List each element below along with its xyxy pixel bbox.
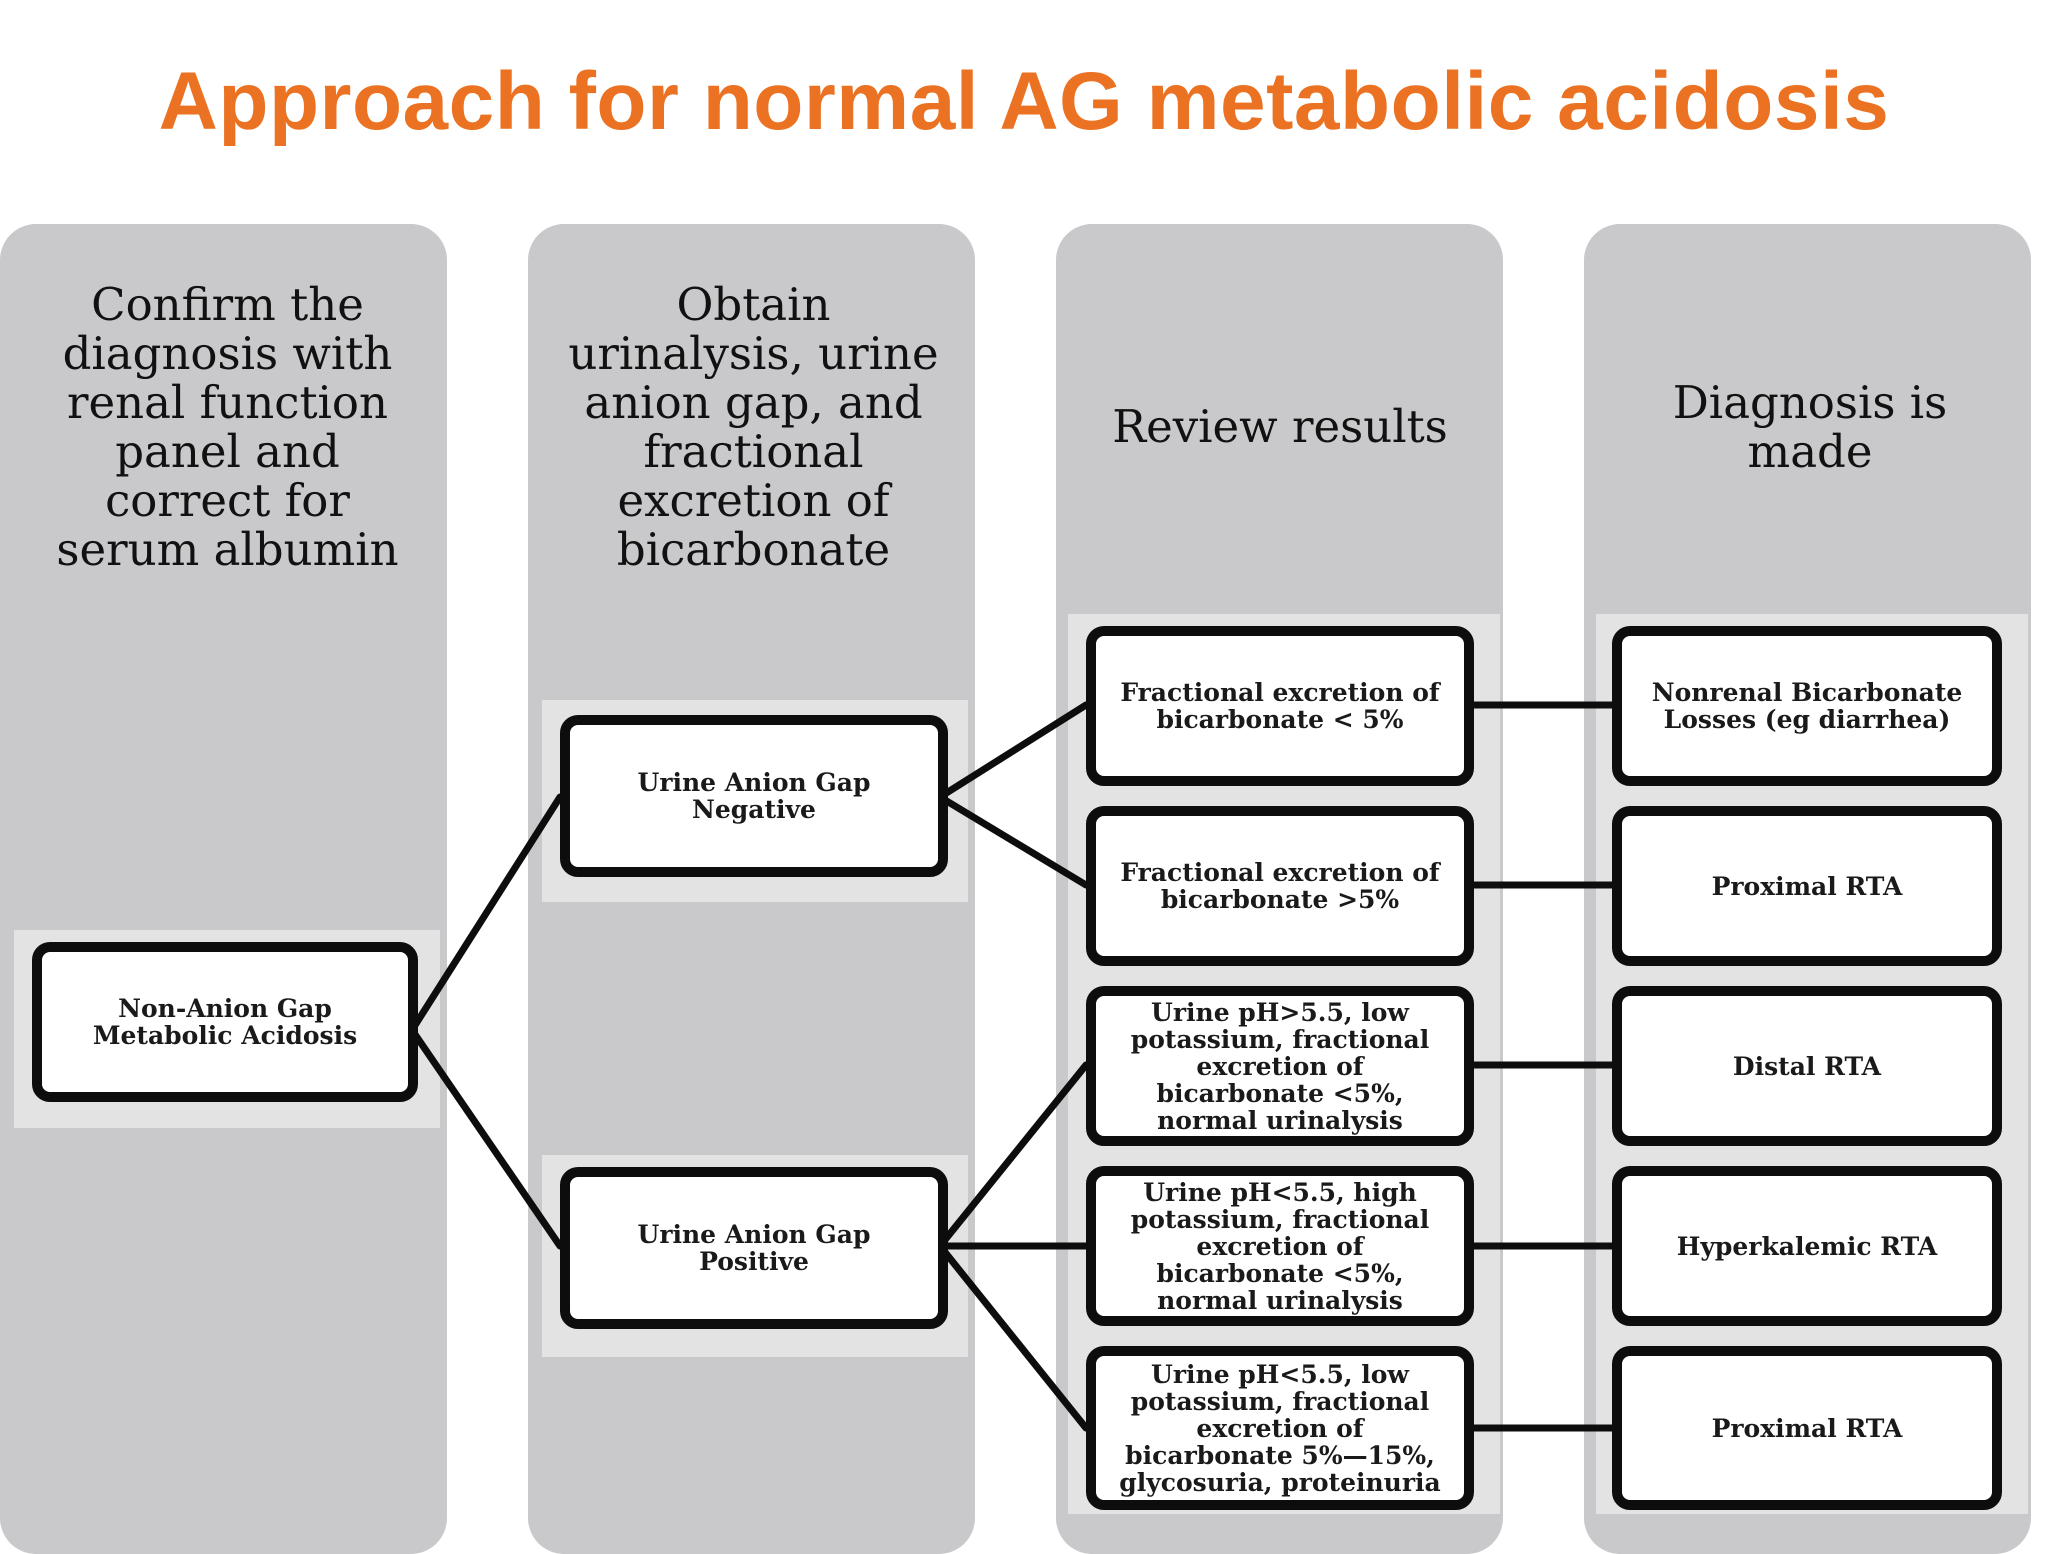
page-title: Approach for normal AG metabolic acidosi… [158,56,1890,147]
column-heading-obtain: Obtain urinalysis, urine anion gap, and … [568,278,939,576]
node-result-1: Fractional excretion of bicarbonate < 5% [1086,626,1474,786]
node-diagnosis-3: Distal RTA [1612,986,2002,1146]
node-urine-anion-gap-negative: Urine Anion Gap Negative [560,715,948,877]
column-heading-confirm: Confirm the diagnosis with renal functio… [56,278,399,576]
node-diagnosis-2: Proximal RTA [1612,806,2002,966]
node-diagnosis-4: Hyperkalemic RTA [1612,1166,2002,1326]
column-heading-diagnosis: Diagnosis is made [1672,376,1948,478]
node-non-anion-gap-acidosis: Non-Anion Gap Metabolic Acidosis [32,942,418,1102]
node-result-2: Fractional excretion of bicarbonate >5% [1086,806,1474,966]
column-heading-review: Review results [1112,400,1448,453]
node-result-5: Urine pH<5.5, low potassium, fractional … [1086,1346,1474,1510]
node-result-3: Urine pH>5.5, low potassium, fractional … [1086,986,1474,1146]
node-diagnosis-5: Proximal RTA [1612,1346,2002,1510]
node-result-4: Urine pH<5.5, high potassium, fractional… [1086,1166,1474,1326]
node-diagnosis-1: Nonrenal Bicarbonate Losses (eg diarrhea… [1612,626,2002,786]
node-urine-anion-gap-positive: Urine Anion Gap Positive [560,1167,948,1329]
column-confirm [0,224,447,1554]
